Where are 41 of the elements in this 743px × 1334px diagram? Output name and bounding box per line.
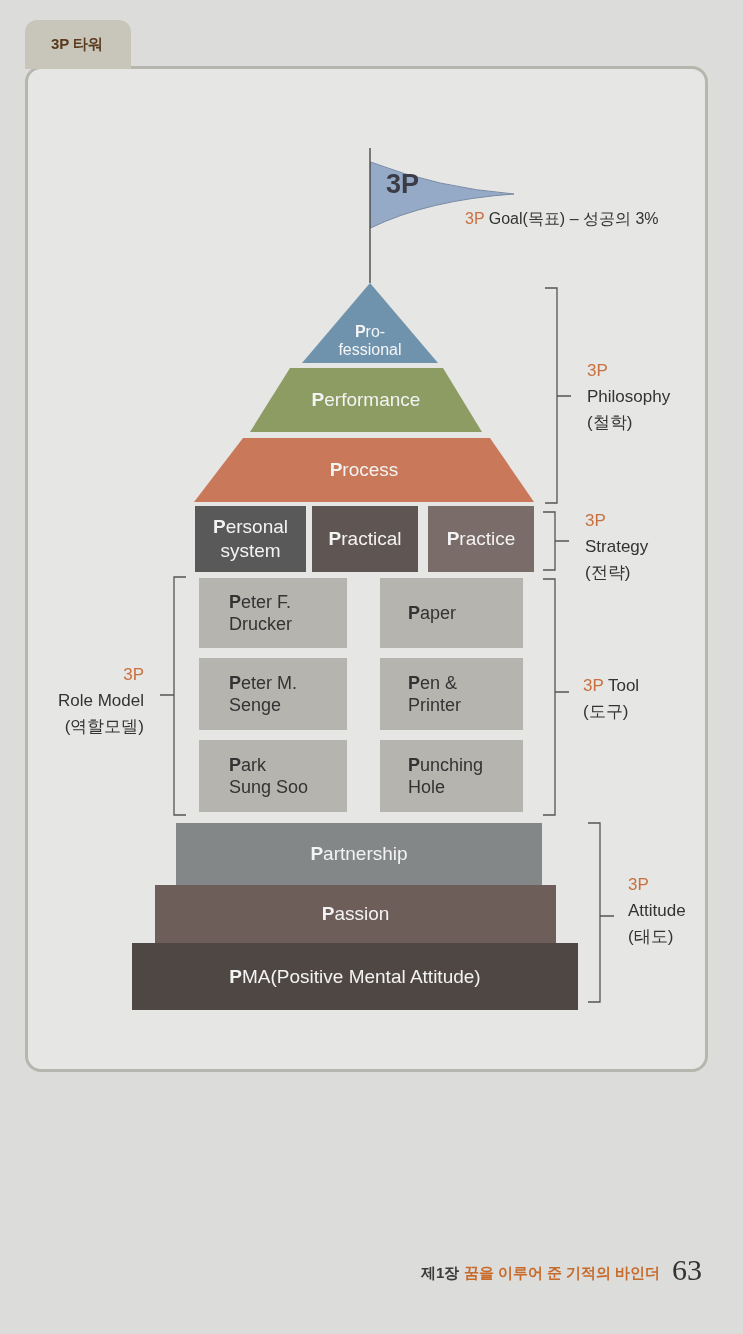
pyramid-top — [302, 283, 438, 363]
group-label: 3P Tool (도구) — [583, 675, 641, 723]
footer-text: 제1장 꿈을 이루어 준 기적의 바인더 — [421, 1264, 661, 1282]
block-label: Practice — [446, 527, 516, 551]
foundation-layer — [155, 885, 556, 943]
strategy-block — [428, 506, 534, 572]
block-label: Personal system — [212, 515, 289, 563]
pyramid-layer — [250, 368, 482, 432]
foundation-layer — [176, 823, 542, 885]
flag-label: 3P — [386, 168, 420, 201]
block-label: Process — [329, 458, 399, 482]
pyramid-layer — [194, 438, 534, 502]
block-label: Partnership — [310, 842, 408, 866]
block-label: Performance — [311, 388, 421, 412]
block-label: Practical — [328, 527, 402, 551]
tool-block — [380, 658, 523, 730]
block-label: Pen & Printer — [408, 671, 462, 717]
block-label: Paper — [408, 601, 457, 625]
tool-block — [380, 578, 523, 648]
strategy-block — [312, 506, 418, 572]
block-label: PMA(Positive Mental Attitude) — [229, 964, 481, 989]
flag-caption: 3P Goal(목표) – 성공의 3% — [465, 209, 659, 229]
block-label: Pro-fessional — [337, 323, 403, 359]
role-model-block — [199, 740, 347, 812]
block-label: Peter M. Senge — [229, 671, 299, 717]
tool-block — [380, 740, 523, 812]
strategy-block — [195, 506, 306, 572]
flagpole — [369, 229, 371, 284]
group-label: 3P Role Model (역할모델) — [57, 664, 144, 738]
role-model-block — [199, 578, 347, 648]
group-label: 3P Philosophy (철학) — [587, 360, 672, 434]
block-label: Peter F. Drucker — [229, 590, 293, 636]
page-number: 63 — [672, 1252, 702, 1288]
role-model-block — [199, 658, 347, 730]
foundation-layer — [132, 943, 578, 1010]
block-label: Passion — [321, 902, 390, 926]
group-label: 3P Attitude (태도) — [628, 874, 687, 948]
group-label: 3P Strategy (전략) — [585, 510, 650, 584]
diagram-title: 3P 타워 — [51, 35, 104, 54]
block-label: Punching Hole — [408, 753, 485, 799]
block-label: Park Sung Soo — [229, 753, 310, 799]
